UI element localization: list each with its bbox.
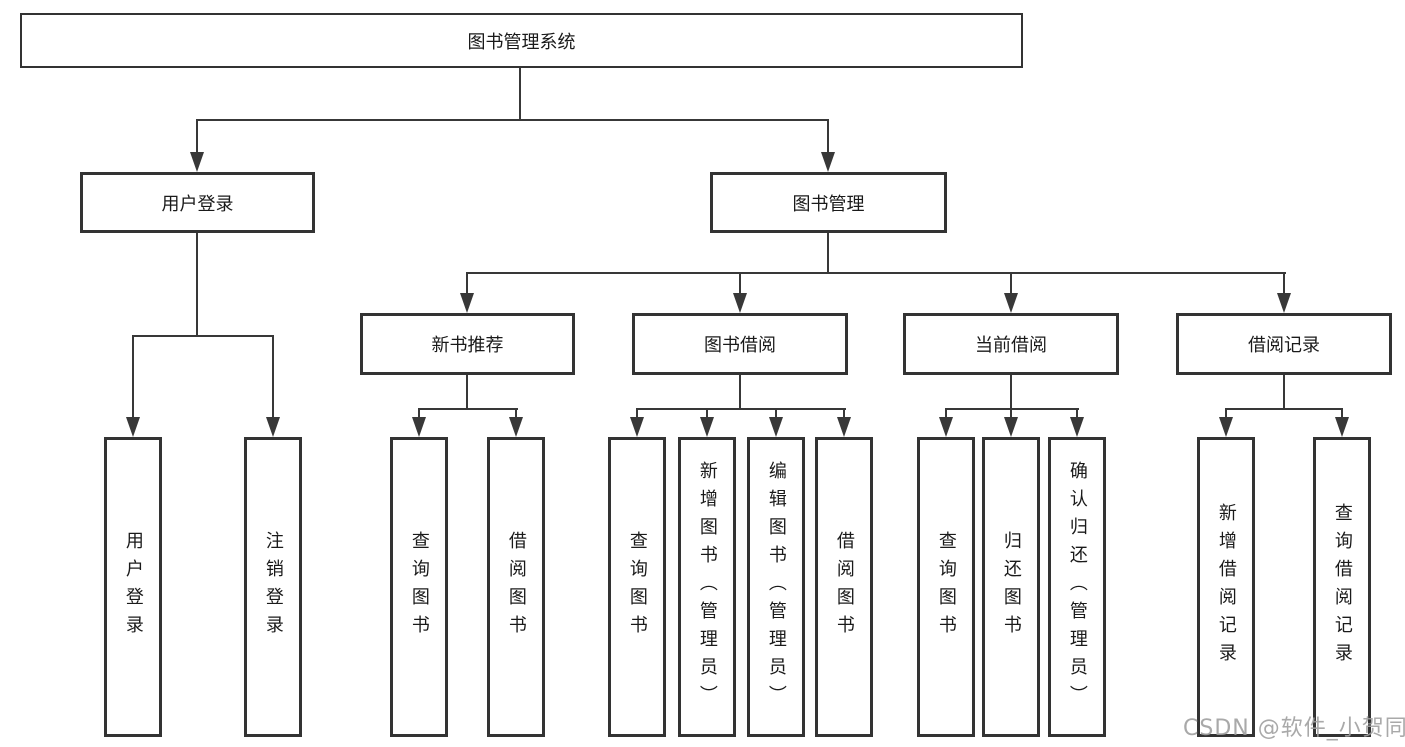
connector-line bbox=[132, 335, 274, 337]
connector-line bbox=[636, 410, 638, 419]
arrowhead-down-icon bbox=[1004, 417, 1018, 437]
node-borrow-records: 借阅记录 bbox=[1176, 313, 1392, 375]
arrowhead-down-icon bbox=[126, 417, 140, 437]
leaf-return-books: 归还图书 bbox=[982, 437, 1040, 737]
arrowhead-down-icon bbox=[821, 152, 835, 172]
leaf-label: 查询图书 bbox=[626, 531, 648, 643]
arrowhead-down-icon bbox=[1070, 417, 1084, 437]
leaf-label: 确认归还（管理员） bbox=[1066, 461, 1088, 713]
csdn-watermark: CSDN @软件_小贺同学 bbox=[1183, 716, 1405, 741]
connector-line bbox=[515, 410, 517, 419]
connector-line bbox=[739, 375, 741, 410]
connector-line bbox=[775, 410, 777, 419]
connector-line bbox=[196, 233, 198, 337]
leaf-label: 查询借阅记录 bbox=[1331, 503, 1353, 671]
leaf-add-books: 新增图书（管理员） bbox=[678, 437, 736, 737]
node-new-book-recommend: 新书推荐 bbox=[360, 313, 575, 375]
connector-line bbox=[1283, 375, 1285, 410]
arrowhead-down-icon bbox=[266, 417, 280, 437]
arrowhead-down-icon bbox=[412, 417, 426, 437]
connector-line bbox=[1010, 274, 1012, 295]
connector-line bbox=[466, 274, 468, 295]
connector-line bbox=[843, 410, 845, 419]
arrowhead-down-icon bbox=[509, 417, 523, 437]
connector-line bbox=[945, 408, 1079, 410]
connector-line bbox=[272, 337, 274, 419]
arrowhead-down-icon bbox=[733, 293, 747, 313]
node-user-login: 用户登录 bbox=[80, 172, 315, 233]
node-root: 图书管理系统 bbox=[20, 13, 1023, 68]
arrowhead-down-icon bbox=[837, 417, 851, 437]
connector-line bbox=[1341, 410, 1343, 419]
leaf-logout: 注销登录 bbox=[244, 437, 302, 737]
connector-line bbox=[827, 121, 829, 154]
connector-line bbox=[418, 408, 518, 410]
leaf-label: 新增图书（管理员） bbox=[696, 461, 718, 713]
connector-line bbox=[1225, 408, 1343, 410]
leaf-confirm-return: 确认归还（管理员） bbox=[1048, 437, 1106, 737]
leaf-user-login: 用户登录 bbox=[104, 437, 162, 737]
connector-line bbox=[132, 337, 134, 419]
leaf-label: 新增借阅记录 bbox=[1215, 503, 1237, 671]
connector-line bbox=[418, 410, 420, 419]
leaf-label: 借阅图书 bbox=[833, 531, 855, 643]
arrowhead-down-icon bbox=[190, 152, 204, 172]
leaf-label: 编辑图书（管理员） bbox=[765, 461, 787, 713]
leaf-label: 用户登录 bbox=[122, 531, 144, 643]
leaf-label: 借阅图书 bbox=[505, 531, 527, 643]
leaf-query-borrow-record: 查询借阅记录 bbox=[1313, 437, 1371, 737]
leaf-add-borrow-record: 新增借阅记录 bbox=[1197, 437, 1255, 737]
leaf-label: 归还图书 bbox=[1000, 531, 1022, 643]
leaf-edit-books: 编辑图书（管理员） bbox=[747, 437, 805, 737]
leaf-label: 查询图书 bbox=[408, 531, 430, 643]
connector-line bbox=[636, 408, 846, 410]
connector-line bbox=[945, 410, 947, 419]
node-current-borrow: 当前借阅 bbox=[903, 313, 1119, 375]
arrowhead-down-icon bbox=[1004, 293, 1018, 313]
leaf-query-books-2: 查询图书 bbox=[608, 437, 666, 737]
connector-line bbox=[466, 375, 468, 410]
connector-line bbox=[196, 121, 198, 154]
connector-line bbox=[827, 233, 829, 274]
connector-line bbox=[519, 68, 521, 121]
leaf-query-books-3: 查询图书 bbox=[917, 437, 975, 737]
arrowhead-down-icon bbox=[1219, 417, 1233, 437]
leaf-query-books-1: 查询图书 bbox=[390, 437, 448, 737]
leaf-borrow-books-1: 借阅图书 bbox=[487, 437, 545, 737]
connector-line bbox=[1283, 274, 1285, 295]
node-book-management: 图书管理 bbox=[710, 172, 947, 233]
arrowhead-down-icon bbox=[700, 417, 714, 437]
connector-line bbox=[1225, 410, 1227, 419]
arrowhead-down-icon bbox=[1277, 293, 1291, 313]
arrowhead-down-icon bbox=[460, 293, 474, 313]
connector-line bbox=[196, 119, 829, 121]
connector-line bbox=[739, 274, 741, 295]
leaf-label: 查询图书 bbox=[935, 531, 957, 643]
arrowhead-down-icon bbox=[1335, 417, 1349, 437]
arrowhead-down-icon bbox=[630, 417, 644, 437]
arrowhead-down-icon bbox=[939, 417, 953, 437]
arrowhead-down-icon bbox=[769, 417, 783, 437]
leaf-label: 注销登录 bbox=[262, 531, 284, 643]
connector-line bbox=[706, 410, 708, 419]
connector-line bbox=[466, 272, 1286, 274]
node-book-borrow: 图书借阅 bbox=[632, 313, 848, 375]
leaf-borrow-books-2: 借阅图书 bbox=[815, 437, 873, 737]
connector-line bbox=[1076, 410, 1078, 419]
connector-line bbox=[1010, 410, 1012, 419]
connector-line bbox=[1010, 375, 1012, 410]
